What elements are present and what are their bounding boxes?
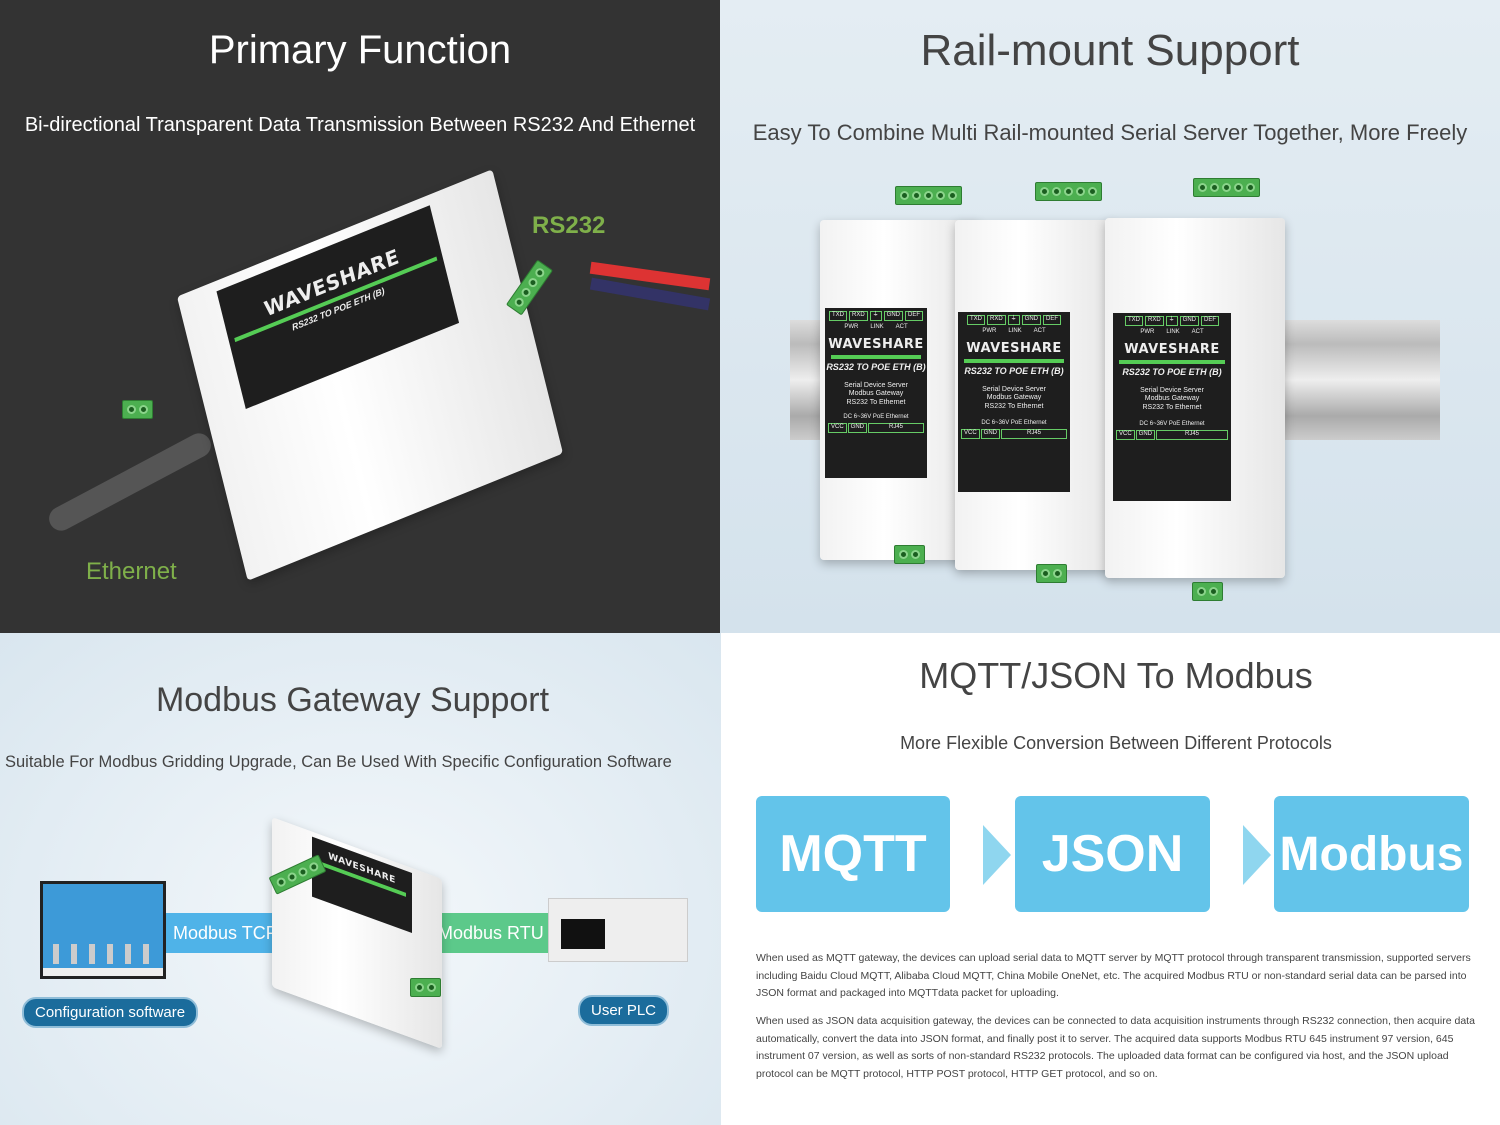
arrow-right-icon [1243,825,1271,885]
flow-box-modbus: Modbus [1274,796,1469,912]
gnd-label: GND [847,423,868,433]
device-model: RS232 TO POE ETH (B) [1122,367,1222,378]
terminal-block [410,978,441,997]
device-line: Serial Device Server [1140,386,1204,394]
device-power: DC 6~36V PoE Ethernet [981,419,1047,426]
device-brand: WAVESHARE [328,851,396,887]
panel-title: Modbus Gateway Support [155,681,550,719]
serial-server-device: WAVESHARE [272,817,442,1049]
rs232-label: RS232 [532,212,606,239]
configuration-software-screenshot [40,881,166,979]
vcc-label: VCC [1116,430,1135,440]
panel-subtitle: Bi-directional Transparent Data Transmis… [24,114,696,136]
terminal-block [1193,178,1260,197]
rj45-label: RJ45 [1156,430,1228,440]
serial-server-device: WAVESHARE RS232 TO POE ETH (B) [176,169,564,581]
modbus-rtu-band: Modbus RTU [430,913,555,953]
flow-box-mqtt: MQTT [756,796,950,912]
rj45-label: RJ45 [1001,429,1067,439]
device-label: WAVESHARE [312,836,412,934]
terminal-block [895,186,962,205]
device-line: Modbus Gateway [1144,395,1200,403]
flow-box-json: JSON [1015,796,1210,912]
device-power: DC 6~36V PoE Ethernet [1139,420,1205,427]
modbus-gateway-panel: Modbus Gateway Support Suitable For Modb… [0,633,721,1125]
plc-device [548,898,688,962]
configuration-software-badge: Configuration software [22,997,199,1028]
device-label: WAVESHARE RS232 TO POE ETH (B) [216,205,460,410]
modbus-tcp-band: Modbus TCP [165,913,285,953]
gnd-label: GND [1135,430,1156,440]
rail-mount-panel: Rail-mount Support Easy To Combine Multi… [720,0,1500,633]
ethernet-label: Ethernet [86,558,177,585]
power-terminal [122,400,153,419]
arrow-right-icon [983,825,1011,885]
mqtt-gateway-paragraph: When used as MQTT gateway, the devices c… [756,952,1471,999]
modbus-tcp-label: Modbus TCP [173,922,278,943]
rj45-label: RJ45 [868,423,924,433]
vcc-label: VCC [828,423,847,433]
ethernet-cable [44,429,216,535]
json-gateway-paragraph: When used as JSON data acquisition gatew… [756,1015,1475,1080]
terminal-block [1035,182,1102,201]
device-line: RS232 To Ethernet [846,399,906,406]
panel-title: Rail-mount Support [920,26,1300,75]
terminal-block [1036,564,1067,583]
device-model: RS232 TO POE ETH (B) [964,366,1064,377]
device-brand: WAVESHARE [828,337,924,352]
device-line: RS232 To Ethernet [1142,404,1202,411]
device-brand: WAVESHARE [1124,342,1220,357]
terminal-block [894,545,925,564]
panel-title: Primary Function [208,28,512,72]
mqtt-json-panel: MQTT/JSON To Modbus More Flexible Conver… [721,633,1500,1125]
panel-subtitle: Suitable For Modbus Gridding Upgrade, Ca… [5,753,672,771]
device-brand: WAVESHARE [966,341,1062,356]
device-power: DC 6~36V PoE Ethernet [843,413,909,420]
panel-subtitle: Easy To Combine Multi Rail-mounted Seria… [752,120,1468,145]
device-line: RS232 To Ethernet [984,403,1044,410]
primary-function-panel: Primary Function Bi-directional Transpar… [0,0,720,633]
device-line: Modbus Gateway [986,394,1042,402]
device-model: RS232 TO POE ETH (B) [826,362,926,373]
panel-subtitle: More Flexible Conversion Between Differe… [900,733,1332,753]
device-line: Serial Device Server [982,385,1046,393]
device-line: Modbus Gateway [848,390,904,398]
terminal-block [1192,582,1223,601]
device-line: Serial Device Server [844,381,908,389]
vcc-label: VCC [961,429,980,439]
user-plc-badge: User PLC [578,995,670,1026]
gnd-label: GND [980,429,1001,439]
modbus-rtu-label: Modbus RTU [438,922,544,943]
panel-title: MQTT/JSON To Modbus [919,655,1313,696]
